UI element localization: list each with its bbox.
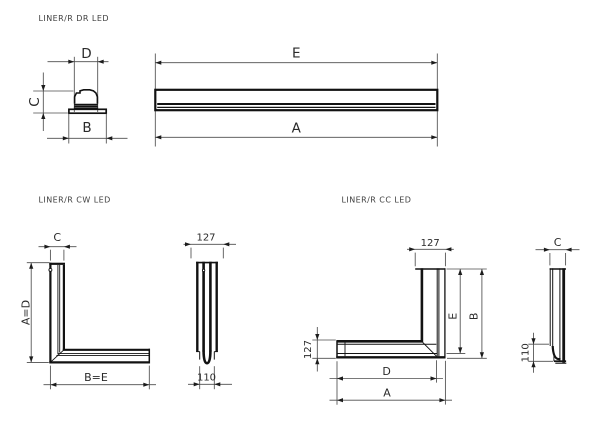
dr-profile-shape [68, 89, 108, 115]
cc-dim-b-label: B [468, 313, 481, 321]
dr-side-view: E A [154, 46, 439, 147]
section-cw-title: LINER/R CW LED [39, 196, 111, 205]
section-dr: LINER/R DR LED D C [27, 14, 439, 147]
cc-dim-d: D [329, 360, 443, 405]
cc-dim-e: E [446, 268, 487, 354]
dim-b: B [47, 113, 128, 144]
section-dr-title: LINER/R DR LED [39, 14, 109, 23]
dome-outline [73, 89, 99, 104]
cw-dim-127: 127 [183, 233, 236, 259]
cc-end-profile [549, 268, 567, 364]
cc-dim-a-label: A [383, 387, 391, 400]
cc-dim-a: A [329, 360, 452, 405]
cw-dim-ad-label: A=D [20, 300, 33, 325]
cc-dim-127-left-label: 127 [303, 340, 314, 359]
dim-c: C [27, 72, 74, 131]
cw-dim-110-label: 110 [197, 373, 216, 384]
miter-line [422, 342, 437, 357]
mounting-hole [201, 268, 206, 273]
dim-b-label: B [82, 120, 91, 136]
cc-dim-d-label: D [382, 365, 390, 378]
section-cc: LINER/R CC LED 127 [303, 196, 580, 405]
cc-dim-e-label: E [446, 313, 459, 320]
cc-dim-b: B [447, 269, 487, 359]
section-cc-title: LINER/R CC LED [342, 196, 412, 205]
cc-l-profile [336, 268, 446, 359]
section-cw: LINER/R CW LED C [20, 196, 236, 390]
cc-front-view: 127 [303, 238, 487, 405]
miter-line [50, 349, 64, 362]
dr-cross-section-view: D C [27, 46, 128, 144]
base-plate [68, 108, 108, 115]
cc-dim-127-top: 127 [407, 238, 454, 267]
cw-front-view: C [20, 231, 156, 390]
dim-a: A [155, 120, 438, 140]
cw-profile-view: 127 11 [183, 233, 236, 390]
cc-dim-127-top-label: 127 [421, 238, 440, 249]
cc-dim-c-label: C [554, 236, 562, 249]
dim-c-label: C [27, 97, 43, 106]
cc-dim-c: C [535, 236, 580, 266]
mounting-hole [48, 267, 53, 272]
cc-dim-110-label: 110 [521, 343, 532, 362]
cw-dim-be: B=E [43, 365, 156, 390]
cw-end-profile [196, 261, 218, 365]
cw-dim-c-label: C [53, 231, 61, 244]
dim-d: D [47, 46, 109, 112]
diffuser-curve [202, 350, 212, 365]
dim-d-label: D [81, 46, 91, 62]
cw-dim-127-label: 127 [196, 233, 215, 244]
cw-l-profile [48, 262, 151, 364]
cc-profile-view: C 110 [521, 236, 580, 373]
cw-dim-c: C [38, 231, 77, 261]
dim-a-label: A [292, 120, 302, 136]
cw-dim-be-label: B=E [84, 371, 108, 384]
cc-dim-127-left: 127 [303, 327, 336, 372]
luminaire-bar [154, 88, 439, 112]
cc-dim-110: 110 [521, 332, 553, 373]
cw-dim-ad: A=D [20, 262, 50, 363]
dim-e-label: E [292, 46, 301, 62]
diffuser-curve [551, 345, 561, 361]
dim-e: E [155, 46, 438, 65]
cw-dim-110: 110 [188, 366, 232, 390]
